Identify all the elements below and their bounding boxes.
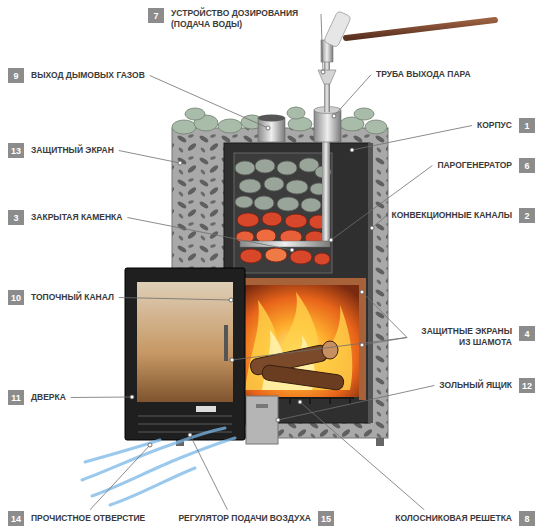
callout-number: 4	[519, 326, 535, 341]
part-label: ЗОЛЬНЫЙ ЯЩИК	[438, 380, 513, 391]
leader-line	[190, 435, 227, 510]
leader-line	[90, 445, 150, 510]
callout-number: 11	[8, 390, 24, 405]
callout: 3 ЗАКРЫТАЯ КАМЕНКА	[8, 210, 123, 225]
part-label: РЕГУЛЯТОР ПОДАЧИ ВОЗДУХА	[177, 513, 312, 524]
leader-dot	[148, 443, 152, 447]
leader-dot	[230, 358, 234, 362]
leader-dot	[321, 70, 325, 74]
callout-number: 6	[519, 158, 535, 173]
leader-line	[119, 298, 231, 301]
callout-number: 13	[8, 143, 24, 158]
callout: КОЛОСНИКОВАЯ РЕШЕТКА 8	[394, 511, 535, 526]
part-label: ЗАКРЫТАЯ КАМЕНКА	[30, 212, 123, 223]
callout: КОРПУС 1	[476, 118, 535, 133]
leader-line	[321, 14, 323, 72]
part-label: ЗАЩИТНЫЙ ЭКРАН	[30, 145, 115, 156]
callout-number: 7	[148, 8, 164, 23]
leader-dot	[360, 290, 364, 294]
leader-dot	[229, 298, 233, 302]
part-label: УСТРОЙСТВО ДОЗИРОВАНИЯ (ПОДАЧА ВОДЫ)	[170, 8, 317, 31]
leader-line	[278, 386, 434, 421]
leader-dot	[350, 148, 354, 152]
leader-line	[352, 126, 472, 151]
callout: 14 ПРОЧИСТНОЕ ОТВЕРСТИЕ	[8, 511, 146, 526]
callout-number: 9	[8, 68, 24, 83]
callout-number: 15	[318, 511, 334, 526]
part-label: ДВЕРКА	[30, 392, 67, 403]
leader-dot	[188, 433, 192, 437]
part-label: ТОПОЧНЫЙ КАНАЛ	[30, 292, 115, 303]
part-label: КОНВЕКЦИОННЫЕ КАНАЛЫ	[391, 210, 514, 221]
part-label: ЗАЩИТНЫЕ ЭКРАНЫ ИЗ ШАМОТА	[411, 326, 513, 349]
callout: 10 ТОПОЧНЫЙ КАНАЛ	[8, 290, 115, 305]
part-label: ПРОЧИСТНОЕ ОТВЕРСТИЕ	[30, 513, 146, 524]
leader-dot	[178, 161, 182, 165]
leader-dot	[266, 126, 270, 130]
leader-dot	[370, 226, 374, 230]
leader-line	[119, 151, 180, 164]
callout: ЗОЛЬНЫЙ ЯЩИК 12	[438, 378, 535, 393]
leader-line	[71, 397, 132, 399]
leader-line	[362, 292, 407, 337]
leader-line	[334, 75, 371, 116]
part-label: КОРПУС	[476, 120, 513, 131]
leader-line	[150, 76, 268, 129]
callout: 9 ВЫХОД ДЫМОВЫХ ГАЗОВ	[8, 68, 146, 83]
callout-number: 14	[8, 511, 24, 526]
callout: 7 УСТРОЙСТВО ДОЗИРОВАНИЯ (ПОДАЧА ВОДЫ)	[148, 8, 317, 31]
leader-line	[372, 216, 387, 229]
leader-dot	[360, 343, 364, 347]
part-label: ПАРОГЕНЕРАТОР	[436, 160, 513, 171]
callout: 13 ЗАЩИТНЫЙ ЭКРАН	[8, 143, 115, 158]
leader-line	[232, 337, 407, 360]
callout-number: 1	[519, 118, 535, 133]
leader-line	[300, 402, 424, 510]
callout: КОНВЕКЦИОННЫЕ КАНАЛЫ 2	[391, 208, 536, 223]
callout: РЕГУЛЯТОР ПОДАЧИ ВОЗДУХА 15	[177, 511, 334, 526]
leader-dot	[130, 395, 134, 399]
leader-dot	[332, 114, 336, 118]
callout-number: 2	[519, 208, 535, 223]
callout-number: 8	[519, 511, 535, 526]
part-label: КОЛОСНИКОВАЯ РЕШЕТКА	[394, 513, 513, 524]
callout-number: 12	[519, 378, 535, 393]
callout: ПАРОГЕНЕРАТОР 6	[436, 158, 535, 173]
leader-dot	[276, 418, 280, 422]
callout: 11 ДВЕРКА	[8, 390, 67, 405]
leader-line	[331, 166, 432, 241]
part-label: ТРУБА ВЫХОДА ПАРА	[375, 69, 472, 80]
callout: ЗАЩИТНЫЕ ЭКРАНЫ ИЗ ШАМОТА 4	[411, 326, 535, 349]
leader-dot	[298, 400, 302, 404]
leader-dot	[329, 238, 333, 242]
leader-line	[127, 218, 292, 251]
leader-dot	[290, 248, 294, 252]
callout-number: 3	[8, 210, 24, 225]
callout-number: 10	[8, 290, 24, 305]
part-label: ВЫХОД ДЫМОВЫХ ГАЗОВ	[30, 70, 146, 81]
